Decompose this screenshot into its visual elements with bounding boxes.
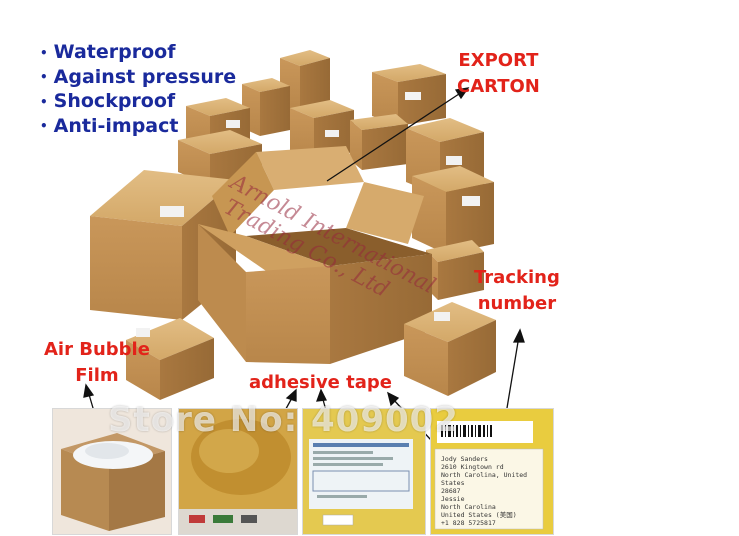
- box-right-1: [412, 166, 494, 254]
- feature-item: •Shockproof: [40, 90, 176, 112]
- bubble-wrap-box-photo: [52, 408, 172, 535]
- box-back-2: [372, 64, 446, 126]
- box-back-6: [350, 114, 408, 170]
- adhesive-tape-photo: [178, 408, 298, 535]
- feature-item: •Anti-impact: [40, 114, 179, 137]
- callout-arrows: [83, 87, 525, 457]
- box-front-left: [126, 318, 214, 400]
- store-number-watermark: Store No: 409002: [108, 400, 459, 440]
- export-carton-label: EXPORT CARTON: [457, 50, 540, 97]
- packing-list-envelope-photo: [302, 408, 426, 535]
- air-bubble-film-label: Air Bubble Film: [44, 339, 150, 386]
- tracking-number-label: Tracking number: [474, 267, 560, 314]
- box-front-right: [404, 302, 496, 396]
- feature-item: •Waterproof: [40, 41, 176, 63]
- feature-item: •Against pressure: [40, 65, 237, 88]
- tracking-label-photo: Jody Sanders 2610 Kingtown rd North Caro…: [430, 408, 554, 535]
- adhesive-tape-label: adhesive tape: [249, 372, 392, 393]
- shipping-address-block: Jody Sanders 2610 Kingtown rd North Caro…: [441, 455, 528, 527]
- feature-list: •Waterproof •Against pressure •Shockproo…: [40, 40, 236, 138]
